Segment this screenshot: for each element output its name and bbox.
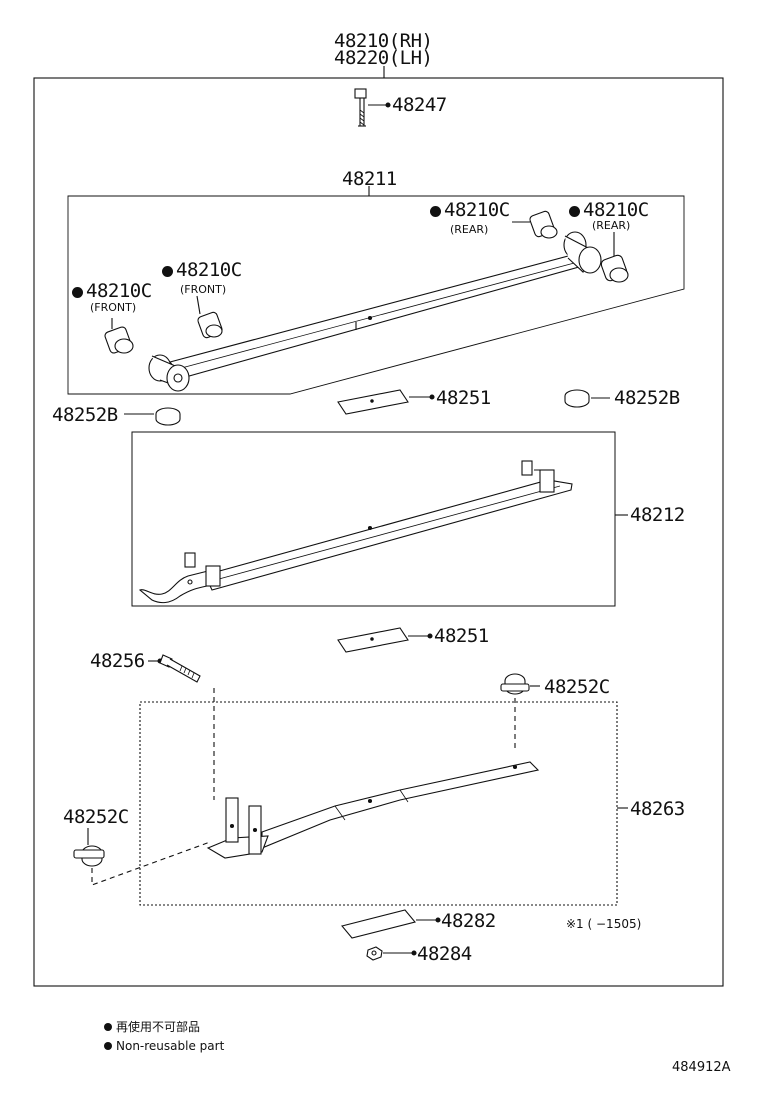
bumper-48252b-right	[564, 389, 610, 408]
label-48252b-right: 48252B	[614, 387, 680, 409]
pad-48251-upper	[337, 389, 435, 415]
legend-jp: 再使用不可部品	[104, 1021, 200, 1033]
label-48282: 48282	[441, 910, 496, 932]
non-reusable-dot	[430, 206, 441, 217]
bushing-rear-right	[600, 232, 629, 283]
leaf-spring-48211	[148, 231, 602, 392]
label-48252b-left: 48252B	[52, 404, 118, 426]
non-reusable-dot	[162, 266, 173, 277]
pad-48251-lower	[337, 627, 433, 653]
bumper-48252c-left	[73, 828, 211, 886]
label-48284: 48284	[417, 943, 472, 965]
label-rear-1: (REAR)	[450, 223, 489, 236]
label-48247: 48247	[392, 94, 447, 116]
label-front-2: (FRONT)	[90, 301, 137, 314]
spring-48263	[206, 761, 540, 859]
label-rear-2: (REAR)	[592, 219, 631, 232]
label-48211: 48211	[342, 168, 397, 190]
leaf-spring-48212	[138, 460, 573, 604]
part-number-lh: 48220(LH)	[334, 47, 433, 69]
label-48256: 48256	[90, 650, 145, 672]
bolt-48256	[148, 654, 201, 683]
bolt-48247	[354, 88, 391, 127]
bushing-front-left	[104, 318, 134, 354]
bumper-48252b-left	[124, 407, 181, 426]
label-48251-upper: 48251	[436, 387, 491, 409]
bumper-48252c-right	[500, 673, 540, 750]
outer-frame	[33, 77, 724, 987]
note-1: ※1 ( −1505)	[566, 917, 642, 931]
nut-48284	[366, 946, 417, 961]
bullet-icon	[104, 1042, 112, 1050]
label-48252c-right: 48252C	[544, 676, 610, 698]
label-48252c-left: 48252C	[63, 806, 129, 828]
part-number-rh: 48210(RH)	[334, 30, 433, 52]
label-48251-lower: 48251	[434, 625, 489, 647]
plate-48282	[341, 909, 441, 939]
bullet-icon	[104, 1023, 112, 1031]
label-48210c-front-2: 48210C	[72, 282, 152, 301]
label-front-1: (FRONT)	[180, 283, 227, 296]
figure-id: 484912A	[672, 1060, 731, 1075]
label-48263: 48263	[630, 798, 685, 820]
label-48210c-rear-2: 48210C	[569, 201, 649, 220]
legend-en: Non-reusable part	[104, 1040, 224, 1052]
bushing-rear-left	[512, 210, 558, 239]
bushing-front-right	[196, 295, 223, 339]
non-reusable-dot	[72, 287, 83, 298]
label-48212: 48212	[630, 504, 685, 526]
label-48210c-rear-1: 48210C	[430, 201, 510, 220]
label-48210c-front-1: 48210C	[162, 261, 242, 280]
non-reusable-dot	[569, 206, 580, 217]
